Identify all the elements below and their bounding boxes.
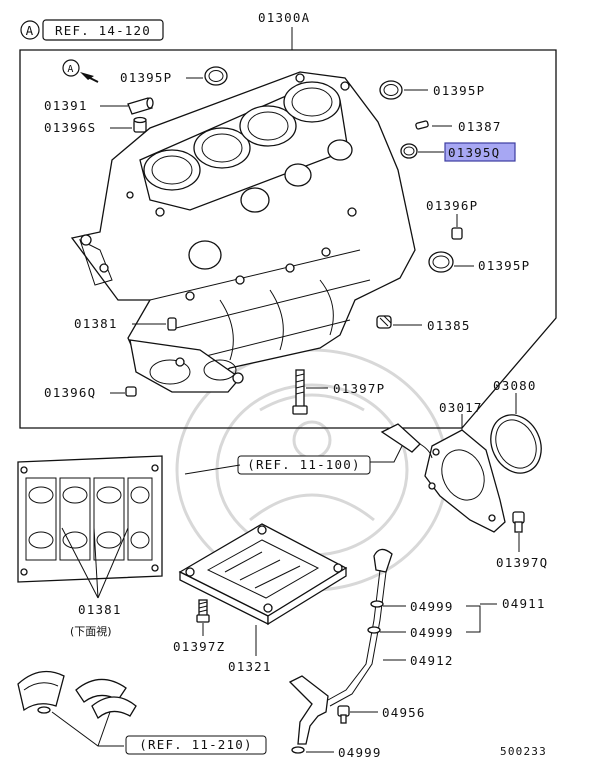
block-bottom-view xyxy=(17,455,163,583)
label-jet-bottom[interactable]: 01381 xyxy=(78,602,122,617)
ref-rear-label[interactable]: (REF. 11-100) xyxy=(247,457,360,472)
svg-text:A: A xyxy=(67,64,74,75)
cylinder-block xyxy=(70,71,416,393)
label-gauge-assy[interactable]: 04911 xyxy=(502,596,546,611)
bolt-04956 xyxy=(337,705,350,724)
label-bottom-view-note: (下面視) xyxy=(70,624,112,638)
label-oring-2[interactable]: 04999 xyxy=(410,625,454,640)
baffle-plate-01321 xyxy=(178,523,348,626)
label-pin-1396q[interactable]: 01396Q xyxy=(44,385,96,400)
pin-01387 xyxy=(415,120,429,130)
label-jet-1381[interactable]: 01381 xyxy=(74,316,118,331)
label-bolt-4956[interactable]: 04956 xyxy=(382,705,426,720)
plug-01395p-1 xyxy=(204,66,228,86)
pin-01396q xyxy=(125,386,137,397)
plug-01395q xyxy=(400,143,418,159)
label-plug-q[interactable]: 01395Q xyxy=(448,145,500,160)
label-guide-4912[interactable]: 04912 xyxy=(410,653,454,668)
label-pin-1396p[interactable]: 01396P xyxy=(426,198,478,213)
label-oring-3[interactable]: 04999 xyxy=(338,745,382,760)
bolt-01397z xyxy=(196,599,210,623)
sealant-tube xyxy=(380,423,433,459)
label-baffle-1321[interactable]: 01321 xyxy=(228,659,272,674)
label-plug-p-3[interactable]: 01395P xyxy=(478,258,530,273)
label-oring-1[interactable]: 04999 xyxy=(410,599,454,614)
ref-box-rear[interactable]: (REF. 11-100) xyxy=(237,455,371,475)
block-frame xyxy=(19,49,557,429)
label-pin-1396s[interactable]: 01396S xyxy=(44,120,96,135)
label-pin-1391[interactable]: 01391 xyxy=(44,98,88,113)
jet-01381 xyxy=(167,317,177,331)
label-pin-1387[interactable]: 01387 xyxy=(458,119,502,134)
label-bolt-1397z[interactable]: 01397Z xyxy=(173,639,225,654)
label-plug-p-2[interactable]: 01395P xyxy=(433,83,485,98)
diagram-id: 500233 xyxy=(500,745,547,758)
view-a-marker: A xyxy=(62,59,99,83)
ref-box-bearing[interactable]: (REF. 11-210) xyxy=(125,735,267,755)
label-plug-1385[interactable]: 01385 xyxy=(427,318,471,333)
bolt-01397p xyxy=(292,369,308,415)
pin-01391 xyxy=(127,97,154,115)
pin-01396s xyxy=(133,116,147,133)
label-block[interactable]: 01300A xyxy=(258,10,310,25)
label-bolt-1397p[interactable]: 01397P xyxy=(333,381,385,396)
ref-letter-a: A xyxy=(26,23,35,38)
main-bearings xyxy=(17,670,137,720)
label-bolt-1397q[interactable]: 01397Q xyxy=(496,555,548,570)
oil-level-gauge xyxy=(288,548,393,754)
label-seal-3080[interactable]: 03080 xyxy=(493,378,537,393)
ref-bearing-label[interactable]: (REF. 11-210) xyxy=(139,737,252,752)
seal-03080 xyxy=(490,414,542,474)
ref-box-top[interactable]: REF. 14-120 xyxy=(42,19,164,41)
plug-01385 xyxy=(376,315,392,329)
label-case-3017[interactable]: 03017 xyxy=(439,400,483,415)
bolt-01397q xyxy=(512,511,525,533)
plug-01395p-3 xyxy=(428,251,454,273)
pin-01396p xyxy=(451,227,463,240)
plug-01395p-2 xyxy=(379,80,403,100)
label-plug-p-1[interactable]: 01395P xyxy=(120,70,172,85)
case-03017 xyxy=(424,429,506,533)
highlight-01395q xyxy=(444,142,516,162)
ref-top-label[interactable]: REF. 14-120 xyxy=(55,23,151,38)
ref-circle-a: A xyxy=(20,20,40,40)
bottom-view-leaders xyxy=(61,527,129,599)
